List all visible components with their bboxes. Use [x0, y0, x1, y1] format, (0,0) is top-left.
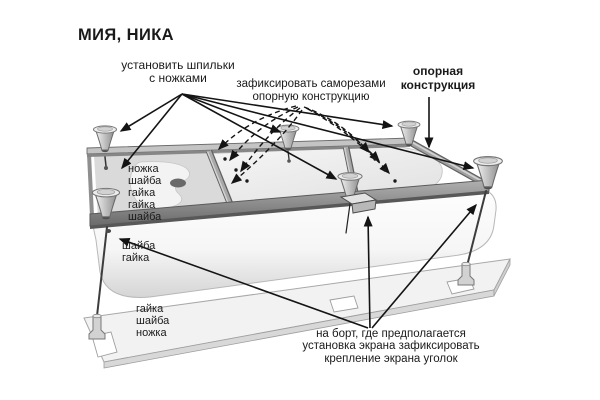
- label-line: зафиксировать саморезами: [236, 78, 386, 90]
- label-screen-note: на борт, где предполагается установка эк…: [295, 328, 487, 365]
- label-line: ножка: [136, 327, 167, 339]
- studs: [91, 120, 503, 220]
- label-line: опорная: [412, 64, 464, 78]
- arrow-install-to-center-stud: [181, 93, 338, 180]
- stud-front-left: [91, 187, 121, 220]
- tub-rim-base: [83, 258, 511, 369]
- nut-middle: [287, 159, 291, 163]
- arrow-install-to-back-right-stud: [181, 93, 394, 130]
- stud-back-middle: [276, 124, 300, 151]
- nut-back-left: [104, 166, 108, 170]
- stud-front-right: [473, 156, 503, 190]
- label-leg-assembly-bottom: гайка шайба ножка: [136, 303, 169, 339]
- stud-back-right: [397, 120, 421, 147]
- callout-arrows: [118, 93, 477, 329]
- threaded-rods: [96, 150, 487, 317]
- label-line: опорную конструкцию: [252, 90, 370, 103]
- label-line: гайка: [122, 252, 150, 264]
- frame-crossbar-1: [205, 149, 235, 208]
- dashed-arrow-screw-7: [307, 108, 390, 175]
- stud-front-center: [337, 172, 363, 201]
- arrow-screen-to-left-corner: [118, 237, 369, 329]
- label-line: шайба: [136, 315, 170, 327]
- dashed-arrow-screw-4: [230, 109, 303, 184]
- tub-head-section: [94, 151, 230, 219]
- dashed-arrow-screw-1: [217, 105, 297, 151]
- label-line: шайба: [128, 175, 162, 187]
- label-line: на борт, где предполагается: [316, 328, 466, 340]
- stud-back-left: [93, 125, 117, 153]
- foot-right: [457, 261, 475, 286]
- arrow-screen-to-bracket: [363, 215, 373, 329]
- frame-left-rail: [87, 153, 94, 217]
- label-install-studs: установить шпильки с ножками: [108, 59, 248, 85]
- rod-front-right-leg: [466, 190, 487, 267]
- label-line: установка экрана зафиксировать: [302, 340, 480, 353]
- label-line: гайка: [136, 303, 164, 315]
- foot-left: [88, 313, 106, 340]
- arrow-install-to-front-right-stud: [181, 93, 475, 171]
- label-line: конструкция: [400, 77, 476, 92]
- screw-arrows: [217, 105, 390, 184]
- label-support-structure: опорная конструкция: [392, 64, 484, 92]
- label-line: установить шпильки: [121, 58, 235, 72]
- screw-points: [223, 157, 397, 183]
- frame-front-rail-lip: [90, 191, 489, 229]
- arrow-install-to-back-left-stud: [119, 93, 183, 132]
- label-line: шайба: [122, 240, 156, 252]
- label-line: с ножками: [149, 71, 207, 85]
- label-line: шайба: [128, 211, 162, 223]
- frame-back-rail-side: [87, 144, 410, 157]
- nut-front-left: [105, 229, 112, 233]
- dashed-arrow-screw-3: [240, 107, 301, 173]
- dashed-arrow-screw-6: [305, 107, 381, 163]
- label-fix-screws: зафиксировать саморезами опорную констру…: [225, 78, 397, 103]
- tub-recess: [129, 161, 190, 210]
- page-title: МИЯ, НИКА: [78, 26, 174, 44]
- dashed-arrow-screw-2: [229, 106, 299, 162]
- support-frame: [86, 137, 490, 229]
- label-leg-assembly-top: ножка шайба гайка гайка шайба: [128, 163, 161, 223]
- arrow-screen-to-right-corner: [371, 203, 477, 329]
- screw-under-bracket: [345, 203, 351, 234]
- arrow-install-to-middle-stud: [181, 93, 282, 133]
- rod-front-left-leg: [96, 226, 108, 317]
- label-line: крепление экрана уголок: [324, 352, 458, 365]
- arrow-install-to-front-left-stud: [121, 93, 183, 170]
- screen-bracket: [339, 192, 378, 214]
- rim-pad-center: [329, 295, 359, 313]
- drain-hole: [170, 178, 186, 188]
- rod-under-back-left: [104, 156, 107, 167]
- label-washer-nut: шайба гайка: [122, 240, 155, 264]
- label-line: гайка: [128, 199, 156, 211]
- label-line: гайка: [128, 187, 156, 199]
- label-line: ножка: [128, 163, 159, 175]
